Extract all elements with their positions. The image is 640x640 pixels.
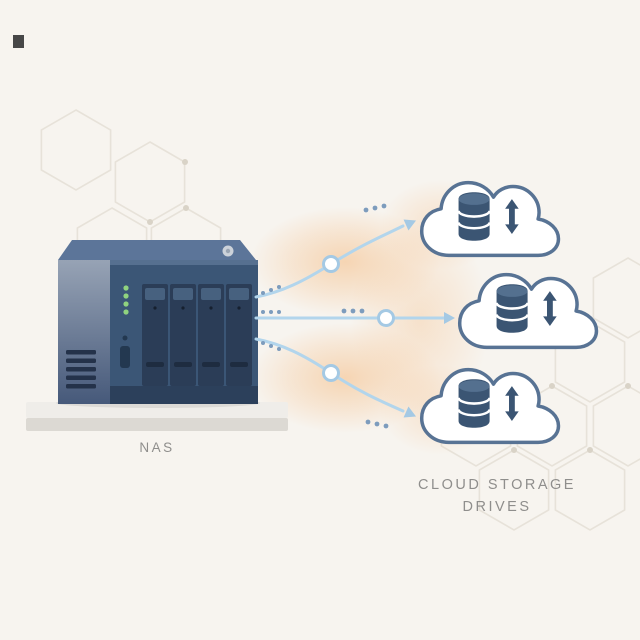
accent-square [13, 35, 24, 48]
data-dots [341, 308, 365, 314]
drive-bay [170, 284, 196, 386]
connection-line-bottom [254, 337, 417, 429]
vent-slots-icon [66, 350, 96, 389]
connection-line-middle [254, 308, 455, 327]
data-dots [365, 419, 389, 429]
database-icon [457, 191, 491, 243]
arrowhead-icon [403, 219, 417, 231]
data-dots [363, 203, 387, 213]
nas-top-face [58, 240, 256, 260]
status-leds [123, 285, 129, 315]
nas-device [58, 240, 258, 404]
usb-port [120, 346, 130, 368]
connection-line-top [254, 203, 417, 299]
power-button [122, 335, 128, 341]
database-icon [457, 378, 491, 430]
cloud-storage-label-line2: DRIVES [462, 499, 532, 515]
cloud-storage-label: CLOUD STORAGE DRIVES [392, 474, 602, 518]
connector-node-icon [377, 309, 395, 327]
drive-bay [226, 284, 252, 386]
drive-bay [142, 284, 168, 386]
drive-bays [142, 284, 252, 386]
drive-bay [198, 284, 224, 386]
connector-node-icon [322, 364, 340, 382]
nas-label: NAS [139, 440, 175, 455]
arrowhead-icon [444, 312, 455, 324]
cloud-storage-label-line1: CLOUD STORAGE [418, 477, 576, 493]
connection-lines [254, 203, 455, 429]
database-icon [495, 283, 529, 335]
connector-node-icon [322, 255, 340, 273]
nas-side-panel [58, 260, 110, 404]
arrowhead-icon [403, 406, 417, 418]
